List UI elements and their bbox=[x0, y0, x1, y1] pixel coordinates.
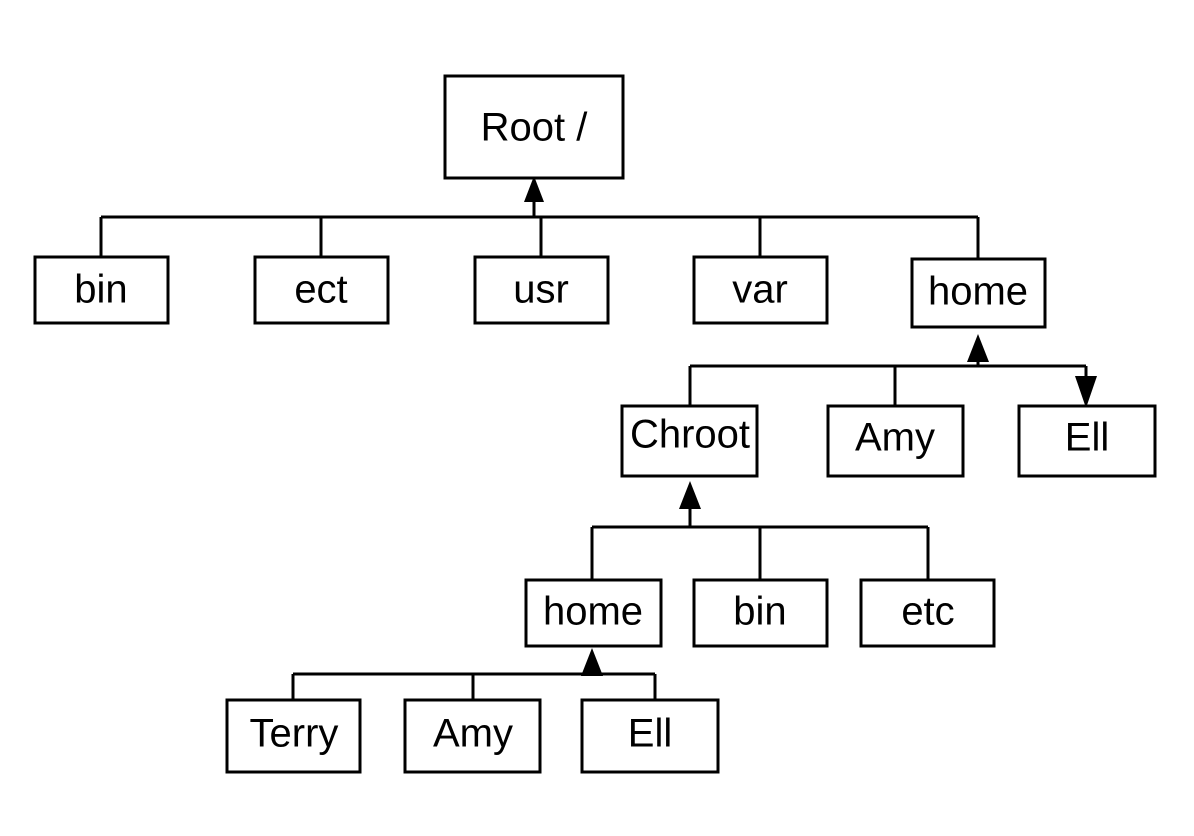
node-box-home-chroot[interactable] bbox=[524, 578, 663, 648]
node-label-home-top: home bbox=[928, 270, 1028, 314]
node-home-chroot[interactable]: home bbox=[524, 578, 663, 648]
node-box-bin-top[interactable] bbox=[33, 255, 170, 325]
node-box-ell-bottom[interactable] bbox=[580, 698, 720, 774]
node-label-chroot: Chroot bbox=[630, 413, 750, 457]
arrowhead-up-into-chroot bbox=[679, 481, 701, 509]
node-box-ell-top[interactable] bbox=[1017, 404, 1157, 478]
connector-layer bbox=[99, 176, 1097, 700]
node-layer: Root / bin ect usr var home bbox=[33, 74, 1157, 774]
node-label-ell-top: Ell bbox=[1065, 416, 1109, 460]
node-chroot[interactable]: Chroot bbox=[620, 404, 759, 478]
node-var[interactable]: var bbox=[692, 255, 829, 325]
arrowhead-up-into-root bbox=[524, 176, 544, 202]
node-usr[interactable]: usr bbox=[473, 255, 610, 325]
node-label-ect: ect bbox=[294, 268, 347, 312]
node-ell-top[interactable]: Ell bbox=[1017, 404, 1157, 478]
node-box-amy-top[interactable] bbox=[826, 404, 965, 478]
node-label-terry: Terry bbox=[250, 712, 339, 756]
node-label-amy-bottom: Amy bbox=[433, 712, 513, 756]
node-ect[interactable]: ect bbox=[253, 255, 390, 325]
node-etc-chroot[interactable]: etc bbox=[859, 578, 996, 648]
node-box-home-top[interactable] bbox=[910, 257, 1047, 329]
node-box-chroot[interactable] bbox=[620, 404, 759, 478]
node-box-etc-chroot[interactable] bbox=[859, 578, 996, 648]
arrowhead-down-into-ell bbox=[1075, 376, 1097, 408]
arrowhead-up-into-home2 bbox=[581, 648, 603, 676]
node-label-ell-bottom: Ell bbox=[628, 712, 672, 756]
arrowhead-up-into-home bbox=[967, 334, 989, 362]
node-box-ect[interactable] bbox=[253, 255, 390, 325]
node-box-bin-chroot[interactable] bbox=[692, 578, 829, 648]
node-label-home-chroot: home bbox=[543, 590, 643, 634]
node-box-amy-bottom[interactable] bbox=[403, 698, 542, 774]
node-label-var: var bbox=[732, 268, 788, 312]
node-label-bin-chroot: bin bbox=[733, 590, 786, 634]
node-amy-chroot-sibling[interactable]: Amy bbox=[826, 404, 965, 478]
node-label-root: Root / bbox=[481, 106, 589, 150]
node-amy-chroot-home[interactable]: Amy bbox=[403, 698, 542, 774]
node-label-bin-top: bin bbox=[74, 268, 127, 312]
node-label-usr: usr bbox=[513, 268, 569, 312]
node-label-etc-chroot: etc bbox=[901, 590, 954, 634]
node-box-terry[interactable] bbox=[225, 698, 362, 774]
node-box-usr[interactable] bbox=[473, 255, 610, 325]
node-root[interactable]: Root / bbox=[443, 74, 625, 180]
node-terry[interactable]: Terry bbox=[225, 698, 362, 774]
node-ell-chroot-home[interactable]: Ell bbox=[580, 698, 720, 774]
node-label-amy-top: Amy bbox=[855, 416, 935, 460]
node-home-top[interactable]: home bbox=[910, 257, 1047, 329]
node-bin-chroot[interactable]: bin bbox=[692, 578, 829, 648]
node-box-var[interactable] bbox=[692, 255, 829, 325]
node-bin-top[interactable]: bin bbox=[33, 255, 170, 325]
node-box-root[interactable] bbox=[443, 74, 625, 180]
